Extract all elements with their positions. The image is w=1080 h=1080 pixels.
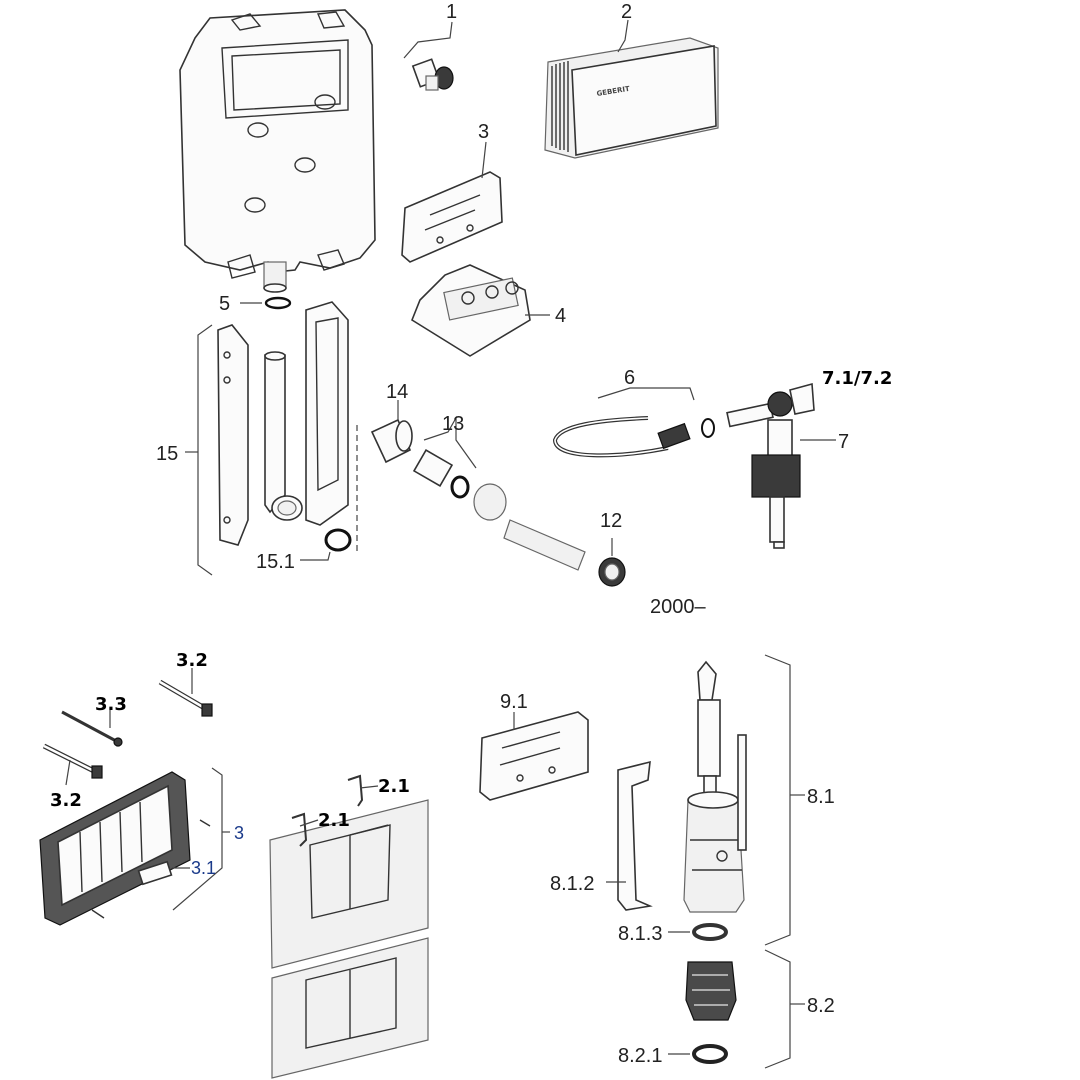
label-3-frame: 3 [234,823,244,843]
label-5: 5 [219,293,230,315]
part-3-3-bolt [61,710,123,747]
part-13-sleeve [412,415,477,499]
label-2-1-left: 2.1 [318,810,350,831]
label-14: 14 [386,381,408,403]
part-8-2-1-seal [668,1044,728,1064]
label-8-2-1: 8.2.1 [618,1045,662,1067]
label-9-1: 9.1 [500,691,528,713]
part-7-fill-valve [726,382,836,549]
part-2-cover: GEBERIT [544,19,719,159]
label-3-2-top: 3.2 [176,650,208,671]
label-8-2: 8.2 [807,995,835,1017]
part-12-long-pipe [473,483,626,587]
part-15-pipe-assembly [185,301,358,576]
label-7-1-7-2: 7.1/7.2 [822,368,892,389]
label-15-1: 15.1 [256,551,295,573]
label-2: 2 [621,1,632,23]
cistern-tank [179,9,376,293]
label-8-1-3: 8.1.3 [618,923,662,945]
part-3-2-rod-top [158,668,213,717]
part-6-hose [552,387,715,458]
label-7: 7 [838,431,849,453]
part-9-1-plate [479,711,589,801]
label-13: 13 [442,413,464,435]
label-3-1: 3.1 [191,858,216,878]
part-3-2-rod-bottom [42,743,103,786]
part-8-1-3-washer [668,923,728,941]
label-8-1: 8.1 [807,786,835,808]
part-4-actuator-block [411,264,550,357]
label-12: 12 [600,510,622,532]
part-8-1-flush-valve [606,654,805,946]
label-3-3: 3.3 [95,694,127,715]
label-3: 3 [478,121,489,143]
label-3-2-bottom: 3.2 [50,790,82,811]
part-3-plate [401,141,503,263]
label-4: 4 [555,305,566,327]
part-3-frame [39,767,230,926]
label-2-1-right: 2.1 [378,776,410,797]
part-8-2-bell [685,949,805,1069]
flush-plate-lower [271,937,429,1079]
label-8-1-2: 8.1.2 [550,873,594,895]
part-2-1-clips [291,774,379,847]
part-5-o-ring [240,296,292,310]
label-15: 15 [156,443,178,465]
part-14-coupling [370,400,413,464]
label-1: 1 [446,1,457,23]
label-year: 2000– [650,596,706,618]
flush-plate-upper [269,799,429,969]
label-6: 6 [624,367,635,389]
part-1-valve [403,21,454,91]
